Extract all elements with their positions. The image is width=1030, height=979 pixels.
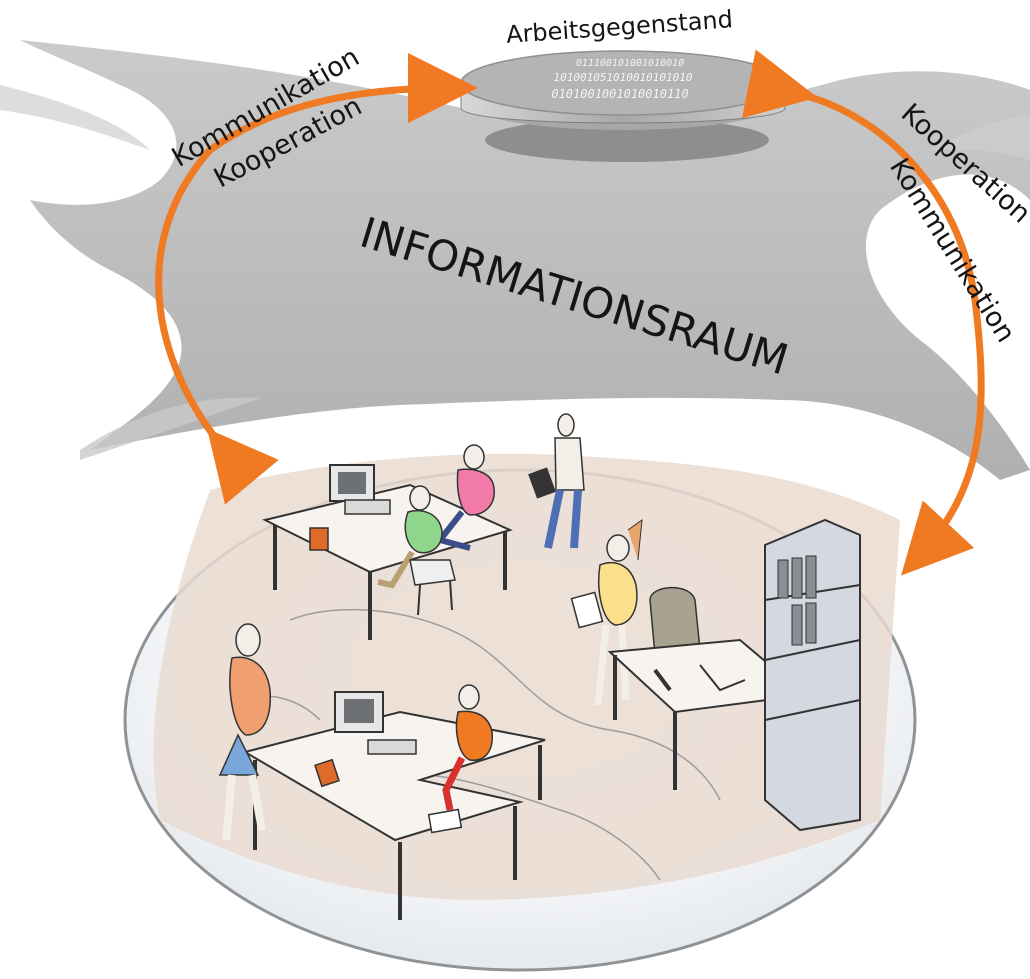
person-icon bbox=[218, 623, 271, 841]
person-icon bbox=[442, 684, 493, 811]
left-arrow bbox=[155, 53, 478, 505]
binary-row: 0101001001010010110 bbox=[551, 87, 688, 101]
book-icon bbox=[314, 758, 463, 834]
folder-icon bbox=[777, 555, 817, 646]
person-icon bbox=[528, 413, 585, 549]
work-object-label: Arbeitsgegenstand bbox=[505, 5, 734, 49]
information-space-wing bbox=[0, 85, 150, 150]
right-arrow-path bbox=[741, 49, 985, 576]
binary-row: 011100101001010010 bbox=[576, 58, 684, 69]
right-arrow bbox=[741, 49, 985, 576]
left-arrow-path bbox=[155, 53, 478, 505]
binary-row: 101001051010010101010 bbox=[553, 71, 692, 84]
disc-shadow bbox=[485, 118, 769, 162]
book-icon bbox=[309, 527, 329, 551]
person-icon bbox=[570, 518, 643, 706]
computer-icon bbox=[334, 691, 417, 755]
work-object-disc: 011100101001010010 101001051010010101010… bbox=[460, 50, 786, 162]
chair-icon bbox=[649, 586, 701, 656]
chair-icon bbox=[409, 559, 456, 616]
